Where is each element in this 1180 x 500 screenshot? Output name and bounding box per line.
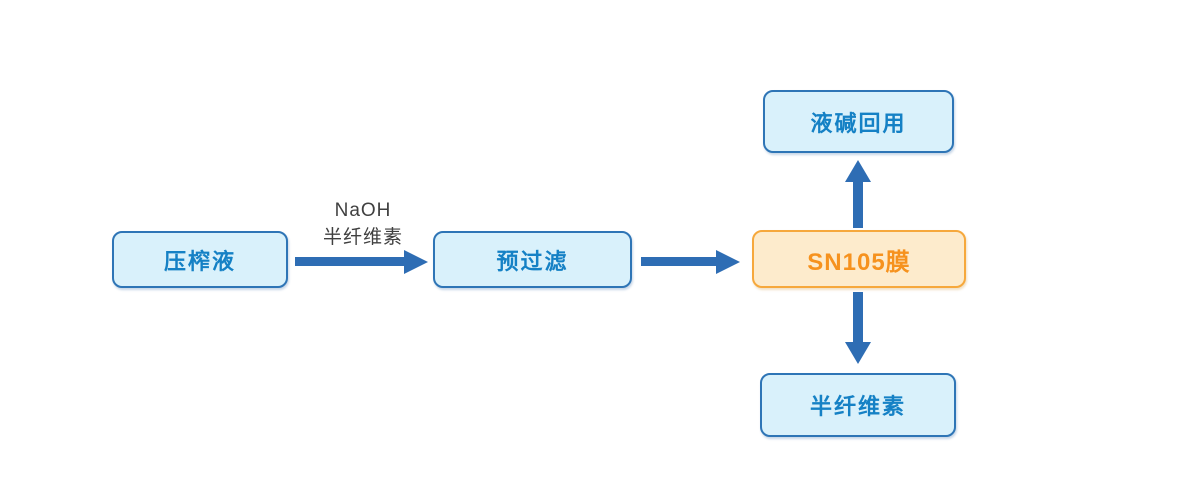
- arrow-prefilter-to-sn105-head-icon: [716, 250, 740, 274]
- arrow-sn105-to-hemicellulose-shaft: [853, 292, 863, 342]
- arrow-press-to-prefilter-shaft: [295, 257, 406, 266]
- node-sn105-membrane-label: SN105膜: [807, 248, 911, 276]
- edge-label-line2: 半纤维素: [322, 227, 403, 248]
- arrow-sn105-to-hemicellulose-head-icon: [845, 342, 871, 364]
- node-prefilter: 预过滤: [433, 231, 632, 288]
- node-sn105-membrane: SN105膜: [752, 230, 966, 288]
- node-prefilter-label: 预过滤: [496, 248, 569, 274]
- edge-label-naoh-hemicellulose: NaOH 半纤维素: [288, 197, 438, 251]
- node-press-liquor: 压榨液: [112, 231, 288, 288]
- edge-label-line1: NaOH: [334, 200, 392, 221]
- node-hemicellulose-label: 半纤维素: [809, 394, 906, 419]
- arrow-sn105-to-alkali-head-icon: [845, 160, 871, 182]
- arrow-prefilter-to-sn105-shaft: [641, 257, 718, 266]
- node-press-liquor-label: 压榨液: [163, 248, 236, 274]
- node-hemicellulose: 半纤维素: [760, 373, 956, 437]
- arrow-sn105-to-alkali-shaft: [853, 180, 863, 228]
- node-alkali-recycle: 液碱回用: [763, 90, 954, 153]
- arrow-press-to-prefilter-head-icon: [404, 250, 428, 274]
- node-alkali-recycle-label: 液碱回用: [810, 110, 907, 136]
